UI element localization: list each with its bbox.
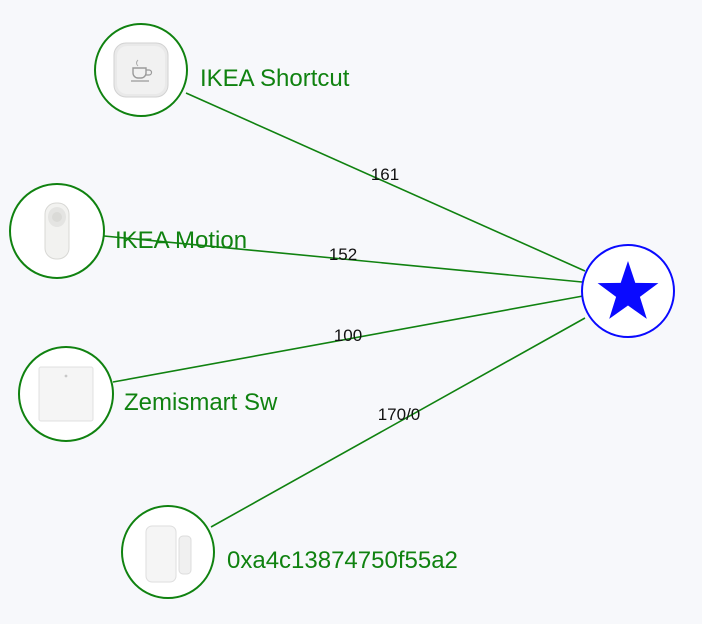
motion-sensor-icon [44,202,70,260]
coordinator-node[interactable] [581,244,675,338]
lqi-label-ikea-motion: 152 [329,245,357,264]
device-name-zemismart-sw: Zemismart Sw [124,389,278,416]
link-ikea-shortcut [185,92,586,272]
device-node-zemismart-sw[interactable]: Zemismart Sw [18,346,278,442]
links-layer [103,92,586,528]
device-node-ikea-shortcut[interactable]: IKEA Shortcut [94,23,350,117]
device-name-ikea-shortcut: IKEA Shortcut [200,65,350,92]
star-icon [597,261,659,319]
lqi-labels-layer: 161 152 100 170/0 [329,165,420,424]
device-name-door-sensor: 0xa4c13874750f55a2 [227,547,458,574]
device-node-door-sensor[interactable]: 0xa4c13874750f55a2 [121,505,458,599]
shortcut-button-icon [113,42,169,98]
link-ikea-motion [103,235,583,283]
door-sensor-icon [145,525,192,583]
lqi-label-ikea-shortcut: 161 [371,165,399,184]
lqi-label-door-sensor: 170/0 [378,405,421,424]
device-name-ikea-motion: IKEA Motion [115,227,247,254]
wall-switch-icon [38,366,94,422]
link-door-sensor [210,317,586,528]
link-zemismart-sw [112,295,584,383]
device-node-ikea-motion[interactable]: IKEA Motion [9,183,247,279]
lqi-label-zemismart-sw: 100 [334,326,362,345]
